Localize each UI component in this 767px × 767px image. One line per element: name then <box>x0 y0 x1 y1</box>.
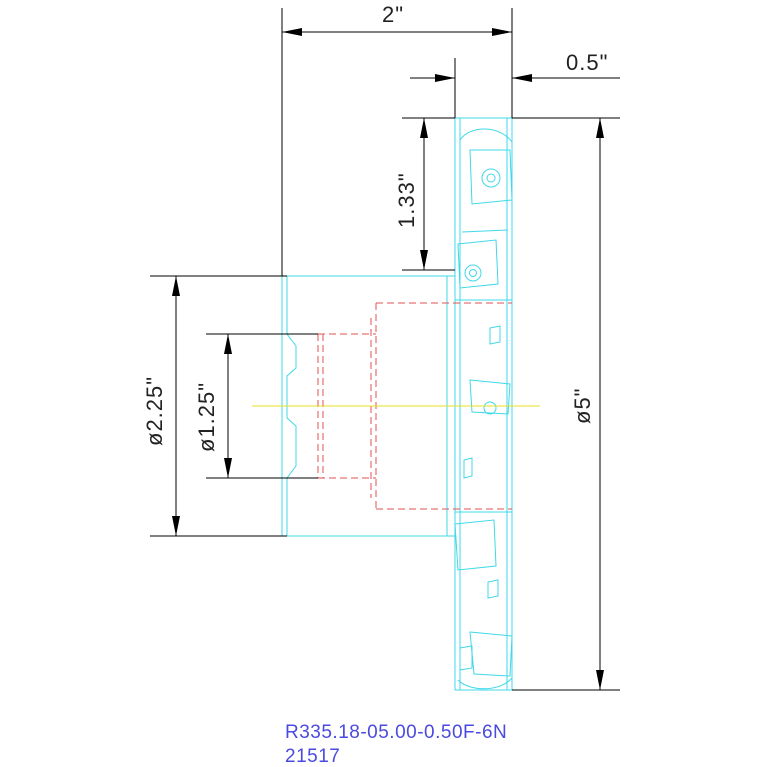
dim-length-label: 2" <box>382 2 404 27</box>
dim-bore: ø1.25" <box>194 333 318 479</box>
dim-offset-label: 1.33" <box>394 172 419 228</box>
cutter-body <box>281 117 513 691</box>
part-code: 21517 <box>285 746 340 767</box>
dim-bore-label: ø1.25" <box>194 382 219 452</box>
dim-hub: ø2.25" <box>142 275 287 537</box>
dim-thickness-label: 0.5" <box>566 50 608 75</box>
dim-cutter-label: ø5" <box>570 388 595 424</box>
dim-length: 2" <box>281 2 513 276</box>
dim-cutter: ø5" <box>512 117 620 691</box>
dim-offset: 1.33" <box>394 117 455 271</box>
dim-thickness: 0.5" <box>410 50 620 118</box>
part-number: R335.18-05.00-0.50F-6N <box>285 722 507 743</box>
dim-hub-label: ø2.25" <box>142 376 167 446</box>
